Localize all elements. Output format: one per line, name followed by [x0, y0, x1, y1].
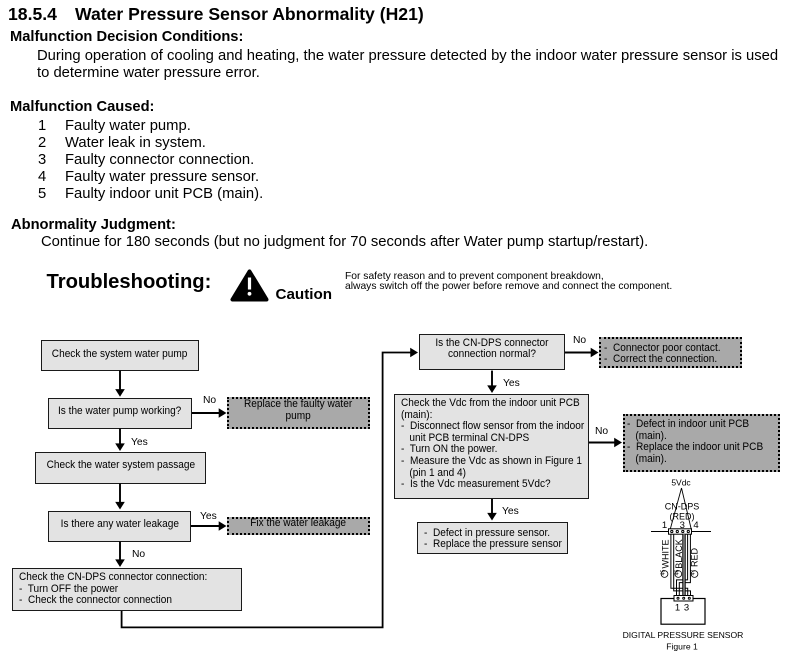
svg-text:5Vdc: 5Vdc	[671, 478, 691, 488]
svg-text:BLACK: BLACK	[674, 539, 684, 569]
svg-text:4: 4	[693, 520, 698, 531]
svg-text:Figure 1: Figure 1	[666, 641, 698, 651]
svg-text:1: 1	[675, 603, 680, 614]
svg-text:47: 47	[691, 570, 697, 576]
svg-text:DIGITAL PRESSURE SENSOR: DIGITAL PRESSURE SENSOR	[623, 630, 744, 640]
svg-text:CN-DPS: CN-DPS	[665, 501, 700, 511]
svg-text:RED: RED	[690, 548, 700, 568]
svg-text:46: 46	[674, 570, 680, 576]
svg-text:3: 3	[680, 520, 685, 531]
svg-text:WHITE: WHITE	[660, 540, 670, 569]
svg-text:3: 3	[684, 603, 689, 614]
svg-text:1: 1	[662, 520, 667, 531]
svg-text:45: 45	[661, 570, 667, 576]
svg-text:(RED): (RED)	[670, 511, 695, 521]
